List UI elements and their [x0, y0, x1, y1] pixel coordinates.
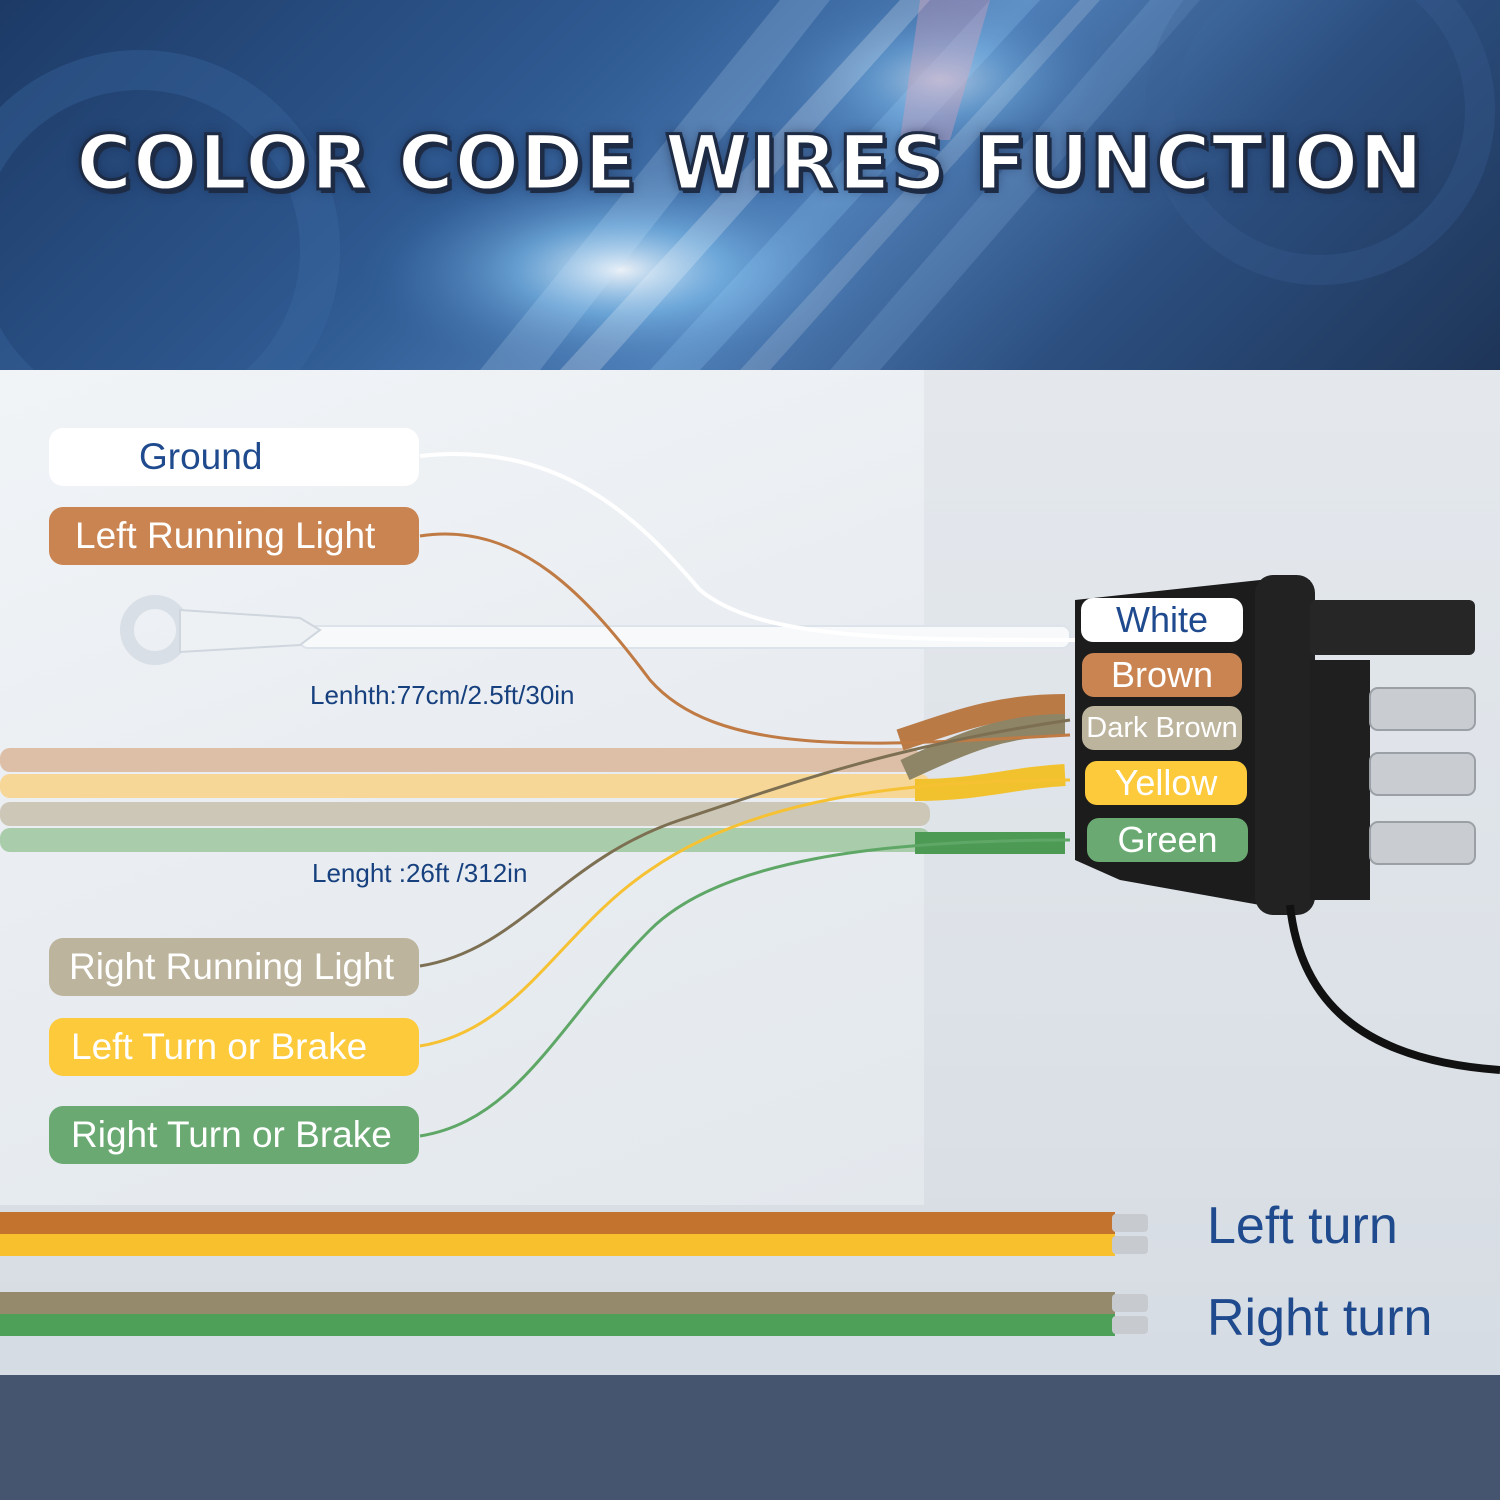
dark-brown-wire — [0, 802, 930, 826]
right-turn-green-lead — [0, 1314, 1115, 1336]
left-running-leader — [419, 532, 1071, 745]
left-turn-yellow-lead — [0, 1234, 1115, 1256]
green-wire — [0, 828, 930, 852]
right-turn-dark-brown-lead — [0, 1292, 1115, 1314]
right-turn-leader — [419, 838, 1071, 1138]
yellow-wire-end — [914, 764, 1066, 801]
left-turn-leader — [419, 778, 1071, 1048]
tag-green: Green — [1087, 818, 1248, 862]
ground-leader — [419, 452, 1081, 642]
stripped-copper-end — [1112, 1316, 1148, 1334]
left-turn-label: Left turn — [1207, 1197, 1398, 1255]
connector-collar — [1255, 575, 1315, 915]
ring-terminal-crimp — [179, 608, 322, 654]
label-left-turn-or-brake: Left Turn or Brake — [49, 1018, 419, 1076]
label-right-turn-or-brake: Right Turn or Brake — [49, 1106, 419, 1164]
stripped-copper-end — [1112, 1214, 1148, 1232]
footer-band — [0, 1375, 1500, 1500]
page-title: COLOR CODE WIRES FUNCTION — [75, 117, 1425, 209]
banner-light-streaks — [0, 0, 1495, 370]
tag-brown: Brown — [1082, 653, 1242, 697]
right-running-leader — [419, 718, 1071, 968]
ground-wire — [299, 625, 1071, 649]
dark-brown-wire-end — [900, 714, 1066, 781]
stripped-copper-end — [1112, 1236, 1148, 1254]
tag-white: White — [1081, 598, 1243, 642]
connector-pin — [1369, 752, 1476, 796]
header-banner — [0, 0, 1500, 370]
tag-dark-brown: Dark Brown — [1082, 706, 1242, 750]
ground-wire-length: Lenhth:77cm/2.5ft/30in — [310, 680, 575, 710]
main-wire-length: Lenght :26ft /312in — [312, 858, 528, 888]
connector-tab — [1310, 600, 1475, 655]
stripped-copper-end — [1112, 1294, 1148, 1312]
label-right-running-light: Right Running Light — [49, 938, 419, 996]
right-turn-label: Right turn — [1207, 1289, 1433, 1347]
connector-pin — [1369, 821, 1476, 865]
brown-wire-end — [896, 694, 1066, 751]
brown-wire — [0, 748, 920, 772]
connector-pin — [1369, 687, 1476, 731]
tag-yellow: Yellow — [1085, 761, 1247, 805]
ring-terminal — [120, 595, 190, 665]
connector-housing — [1310, 660, 1370, 900]
yellow-wire — [0, 774, 930, 798]
connector-cable — [1286, 904, 1500, 1074]
left-turn-brown-lead — [0, 1212, 1115, 1234]
label-ground: Ground — [49, 428, 419, 486]
label-left-running-light: Left Running Light — [49, 507, 419, 565]
